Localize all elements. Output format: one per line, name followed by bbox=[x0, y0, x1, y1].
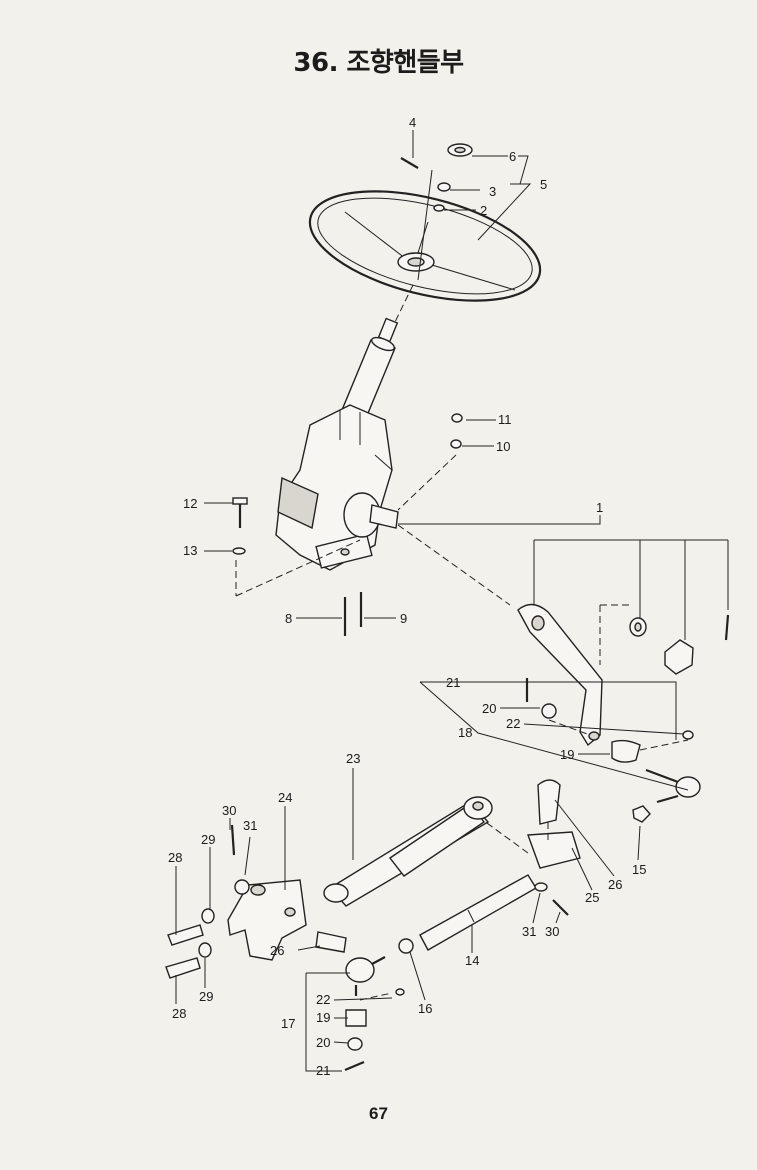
callout-2: 2 bbox=[480, 203, 487, 218]
callout-1: 1 bbox=[596, 500, 603, 515]
callout-19-upper: 19 bbox=[560, 747, 574, 762]
callout-25: 25 bbox=[585, 890, 599, 905]
wheel-nut-stack bbox=[400, 143, 473, 281]
callout-16: 16 bbox=[418, 1001, 432, 1016]
callout-5: 5 bbox=[540, 177, 547, 192]
lower-bracket bbox=[165, 824, 347, 979]
callout-14: 14 bbox=[465, 953, 479, 968]
callout-30-left: 30 bbox=[222, 803, 236, 818]
page-number: 67 bbox=[369, 1104, 388, 1123]
callout-26-left: 26 bbox=[270, 943, 284, 958]
callout-29-upper: 29 bbox=[201, 832, 215, 847]
callout-4: 4 bbox=[409, 115, 416, 130]
callout-17: 17 bbox=[281, 1016, 295, 1031]
callout-12: 12 bbox=[183, 496, 197, 511]
hydraulic-cylinder bbox=[323, 796, 493, 907]
lower-ball-joint bbox=[344, 956, 405, 1072]
callout-19-lower: 19 bbox=[316, 1010, 330, 1025]
callout-18: 18 bbox=[458, 725, 472, 740]
leader-lines bbox=[175, 130, 729, 1072]
callout-29-lower: 29 bbox=[199, 989, 213, 1004]
callout-10: 10 bbox=[496, 439, 510, 454]
callout-31-left: 31 bbox=[243, 818, 257, 833]
pitman-fasteners bbox=[232, 413, 730, 763]
callout-21-upper: 21 bbox=[446, 675, 460, 690]
callout-31-right: 31 bbox=[522, 924, 536, 939]
callout-13: 13 bbox=[183, 543, 197, 558]
callout-20-lower: 20 bbox=[316, 1035, 330, 1050]
callout-23: 23 bbox=[346, 751, 360, 766]
callout-28-lower: 28 bbox=[172, 1006, 186, 1021]
link-bracket bbox=[527, 779, 581, 869]
steering-wheel bbox=[308, 190, 542, 302]
callout-30-right: 30 bbox=[545, 924, 559, 939]
callout-20-upper: 20 bbox=[482, 701, 496, 716]
callout-24: 24 bbox=[278, 790, 292, 805]
upper-ball-joint bbox=[632, 768, 701, 823]
callout-6: 6 bbox=[509, 149, 516, 164]
steering-gearbox bbox=[275, 404, 399, 571]
steering-column bbox=[341, 284, 414, 419]
callout-21-lower: 21 bbox=[316, 1063, 330, 1078]
callout-9: 9 bbox=[400, 611, 407, 626]
tie-rod bbox=[398, 874, 569, 954]
page-title: 36. 조향핸들부 bbox=[293, 48, 464, 78]
callout-28-upper: 28 bbox=[168, 850, 182, 865]
callout-26-right: 26 bbox=[608, 877, 622, 892]
callout-8: 8 bbox=[285, 611, 292, 626]
pitman-arm bbox=[517, 603, 603, 747]
callout-22-lower: 22 bbox=[316, 992, 330, 1007]
callout-22-upper: 22 bbox=[506, 716, 520, 731]
callout-15: 15 bbox=[632, 862, 646, 877]
callout-11: 11 bbox=[498, 412, 512, 427]
callout-3: 3 bbox=[489, 184, 496, 199]
